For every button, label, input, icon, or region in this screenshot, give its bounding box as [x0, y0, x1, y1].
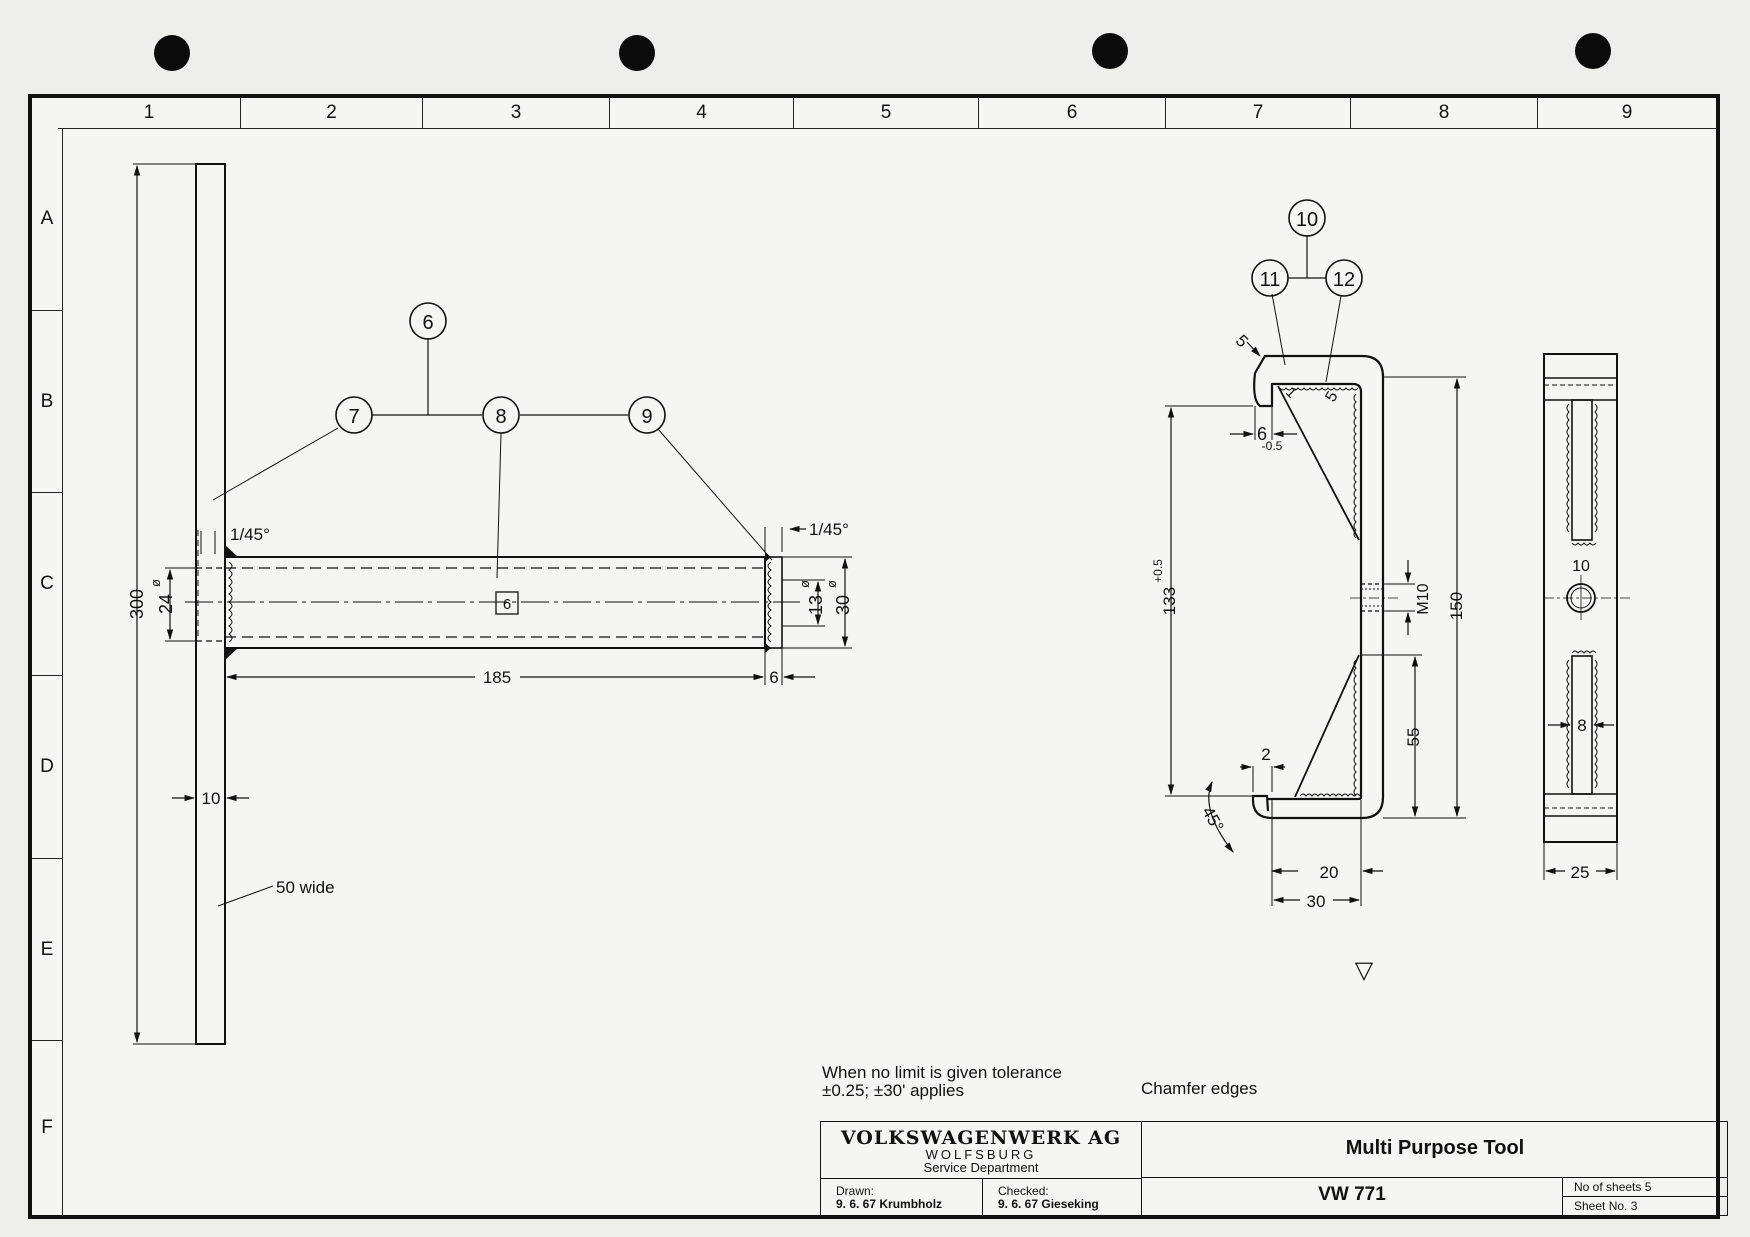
- balloon-9: [628, 396, 666, 434]
- balloon-group-left: 6 7 8 9: [212, 302, 773, 579]
- balloon-group-right: 10 11 12: [1251, 199, 1363, 383]
- dim-tube-length: 185: [483, 668, 511, 687]
- svg-text:10: 10: [1296, 209, 1318, 231]
- svg-text:11: 11: [1260, 269, 1281, 291]
- drawing-title: Multi Purpose Tool: [1345, 1137, 1525, 1159]
- dim-weld: 5: [1323, 389, 1342, 405]
- binder-hole-3: [1092, 33, 1128, 69]
- dim-angle: 45°: [1198, 803, 1227, 835]
- company-city: WOLFSBURG: [925, 1147, 1037, 1162]
- dim-bore-small: 13: [806, 595, 826, 615]
- side-view: 10 8 25: [1543, 353, 1630, 882]
- company-name: VOLKSWAGENWERK AG: [840, 1127, 1122, 1149]
- grid-col-6: 6: [979, 98, 1166, 128]
- dim-slot-width: 6: [1257, 424, 1267, 444]
- dim-chamfer-top: 5: [1232, 331, 1252, 351]
- dim-side-hole: 10: [1572, 558, 1590, 575]
- grid-row-D: D: [32, 676, 62, 859]
- dim-slot-tol: -0.5: [1262, 439, 1283, 453]
- dim-side-width: 25: [1571, 863, 1590, 882]
- dim-thread: M10: [1415, 583, 1432, 614]
- grid-col-5: 5: [794, 98, 979, 128]
- binder-hole-1: [154, 35, 190, 71]
- grid-col-7: 7: [1166, 98, 1351, 128]
- row-reference-strip: A B C D E F: [32, 128, 63, 1215]
- chamfer-left-label: 1/45°: [230, 525, 270, 544]
- grid-col-9: 9: [1621, 102, 1633, 123]
- dim-side-slot: 8: [1577, 716, 1586, 735]
- width-note: 50 wide: [276, 878, 335, 897]
- title-block: [820, 1121, 1728, 1216]
- binder-hole-4: [1575, 33, 1611, 69]
- sheets-count: No of sheets 5: [1574, 1180, 1652, 1194]
- svg-text:ø: ø: [797, 580, 812, 588]
- bracket-outer: [1251, 354, 1385, 820]
- grid-col-1: 1: [58, 98, 241, 128]
- grid-col-2: 2: [241, 98, 423, 128]
- balloon-7: [335, 396, 373, 434]
- grid-row-B: B: [32, 311, 62, 493]
- dim-bore-right: 30: [833, 595, 853, 615]
- drawn-label: Drawn:: [836, 1184, 875, 1198]
- balloon-8: [482, 396, 520, 434]
- balloon-6: [409, 302, 447, 340]
- dim-height-inner: 133: [1160, 587, 1179, 615]
- dim-length: 300: [127, 589, 147, 619]
- binder-hole-2: [619, 35, 655, 71]
- dim-w-inner: 20: [1320, 863, 1339, 882]
- dim-w-outer: 30: [1307, 892, 1326, 911]
- drawn-value: 9. 6. 67 Krumbholz: [836, 1197, 943, 1211]
- grid-row-C: C: [32, 493, 62, 676]
- dim-height-tol: +0.5: [1151, 559, 1165, 583]
- chamfer-note: Chamfer edges: [1141, 1079, 1258, 1098]
- chamfer-right-label: 1/45°: [809, 520, 849, 539]
- svg-text:ø: ø: [824, 580, 839, 588]
- vertical-bar: [195, 163, 226, 1045]
- grid-col-4: 4: [610, 98, 794, 128]
- bracket-view: 5 1 5 6 -0.5 133 +0.5 M10: [1151, 331, 1466, 911]
- center-mark-label: 6: [503, 596, 511, 613]
- sheet-number: Sheet No. 3: [1574, 1199, 1638, 1213]
- part-number: VW 771: [1318, 1184, 1386, 1205]
- svg-text:9: 9: [641, 406, 652, 428]
- svg-text:8: 8: [495, 406, 506, 428]
- checked-value: 9. 6. 67 Gieseking: [998, 1197, 1099, 1211]
- tolerance-note-line2: ±0.25; ±30' applies: [822, 1081, 964, 1100]
- drawing-frame: [28, 94, 1720, 1219]
- grid-row-F: F: [41, 1117, 53, 1138]
- surface-finish-symbol: ▽: [1355, 957, 1374, 984]
- balloon-11: [1251, 259, 1289, 297]
- grid-row-E: E: [32, 859, 62, 1041]
- checked-label: Checked:: [998, 1184, 1049, 1198]
- svg-text:ø: ø: [148, 579, 163, 587]
- column-reference-strip: 1 2 3 4 5 6 7 8 9: [58, 98, 1716, 129]
- grid-col-8: 8: [1351, 98, 1538, 128]
- grid-col-3: 3: [423, 98, 610, 128]
- dim-thickness: 10: [202, 789, 221, 808]
- grid-row-A: A: [32, 128, 62, 311]
- dim-gap: 2: [1261, 745, 1270, 764]
- dim-lower: 55: [1404, 728, 1423, 747]
- tolerance-note: When no limit is given tolerance ±0.25; …: [822, 1064, 1062, 1100]
- dim-bore-left: 24: [156, 594, 176, 614]
- dim-end-thickness: 6: [769, 668, 778, 687]
- company-department: Service Department: [923, 1160, 1039, 1175]
- balloon-12: [1325, 259, 1363, 297]
- tolerance-note-line1: When no limit is given tolerance: [822, 1063, 1063, 1082]
- end-plate: [764, 556, 783, 649]
- dim-height-total: 150: [1447, 592, 1466, 620]
- balloon-10: [1288, 199, 1326, 237]
- bracket-inner: [1253, 372, 1363, 801]
- svg-text:6: 6: [422, 312, 433, 334]
- svg-text:7: 7: [348, 406, 359, 428]
- left-view: 300 10 50 wide: [127, 163, 853, 1045]
- svg-text:12: 12: [1333, 269, 1355, 291]
